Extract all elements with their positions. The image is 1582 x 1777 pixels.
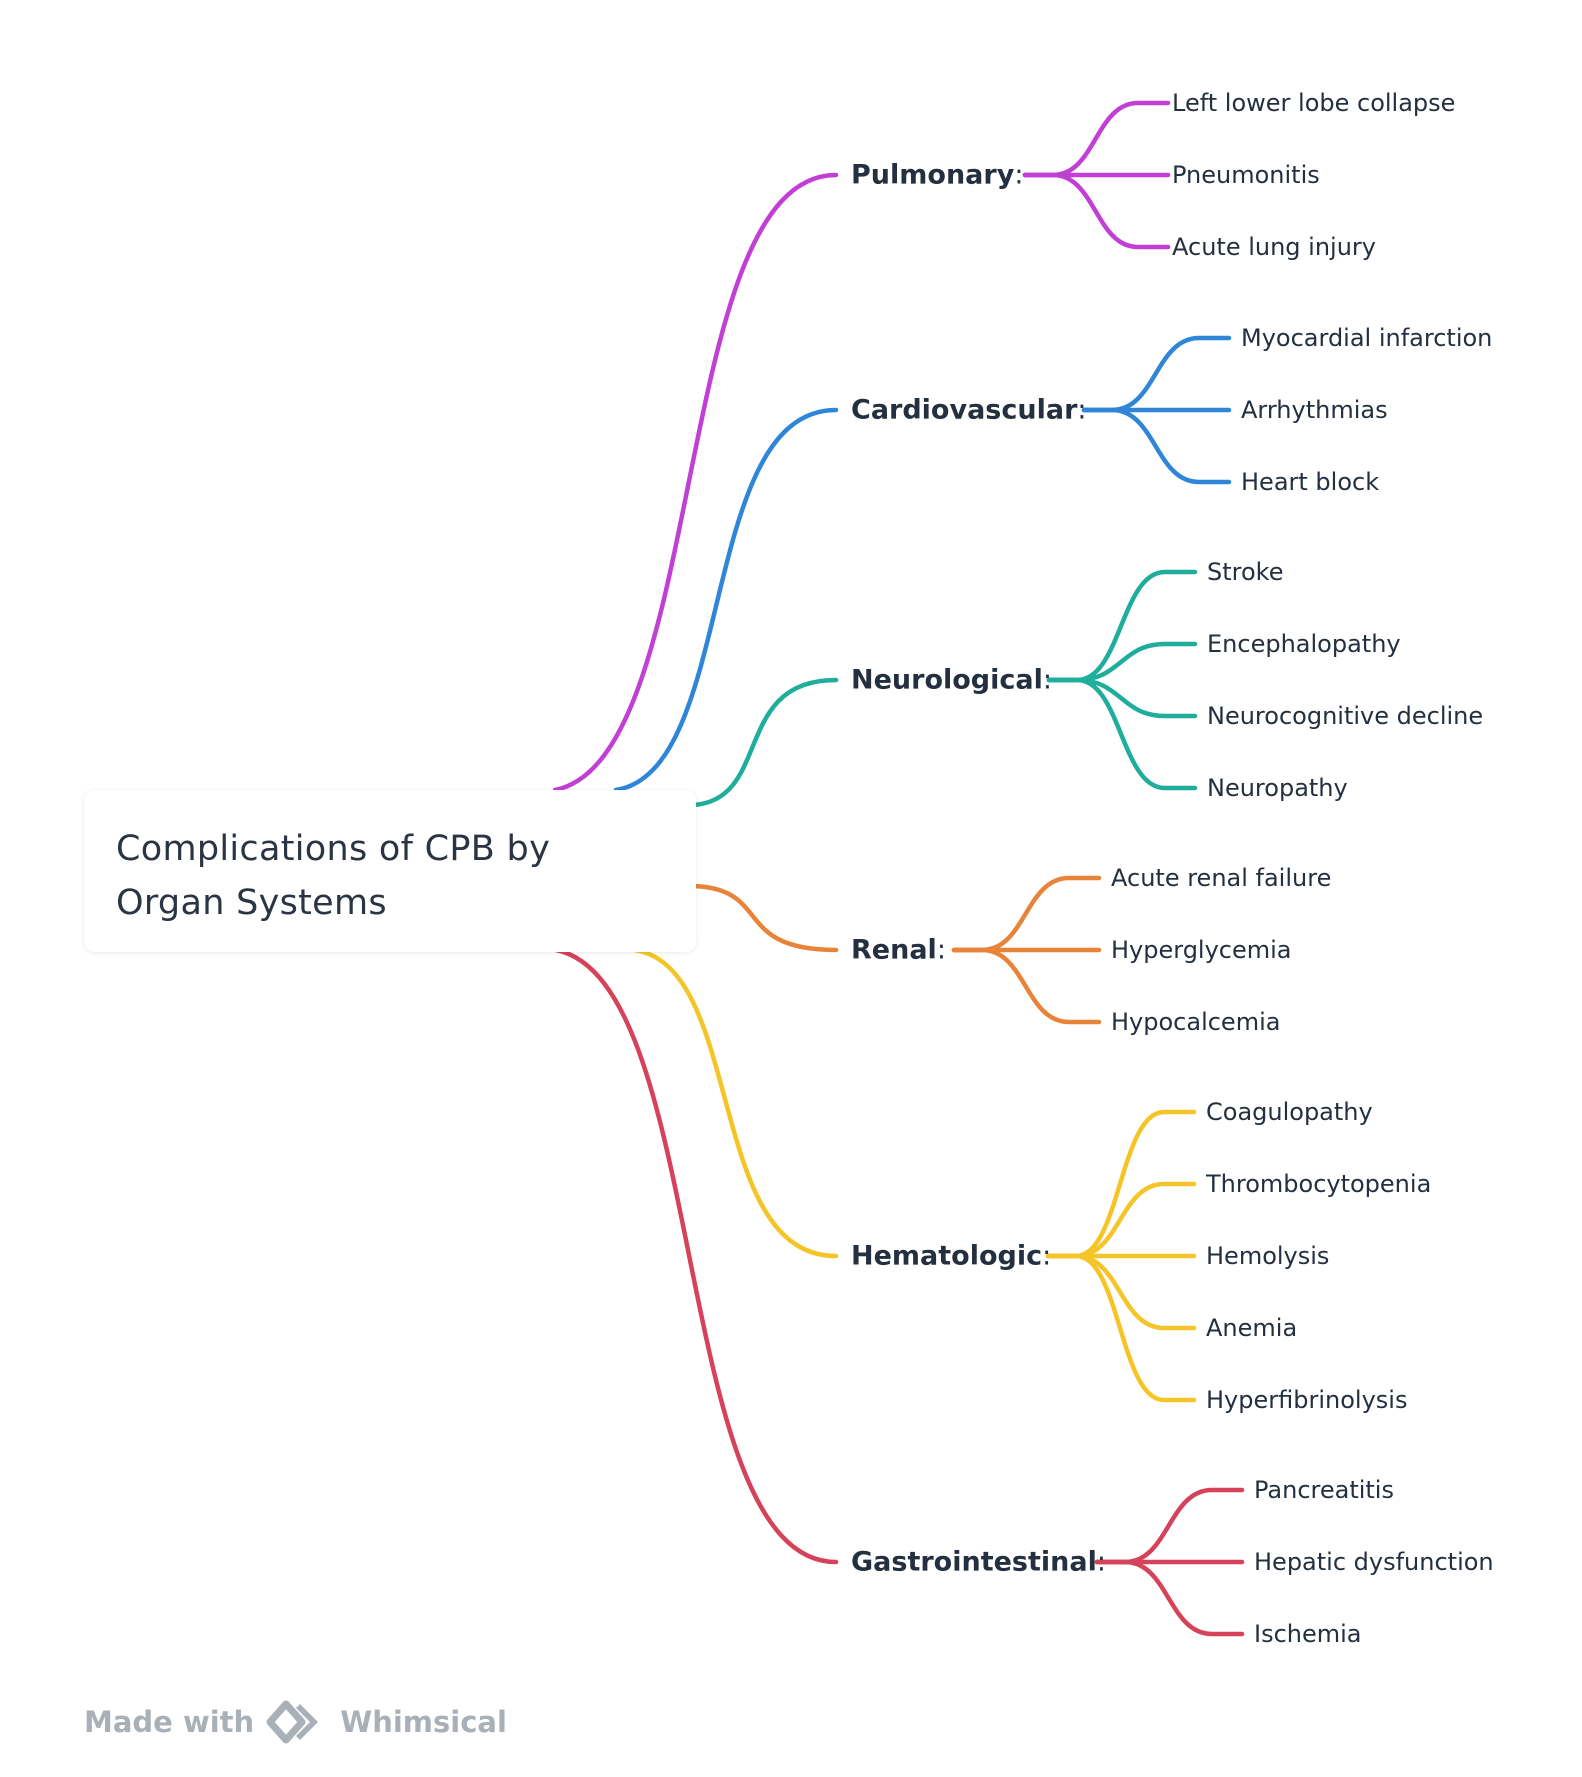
leaf-connector-renal-0 — [951, 875, 1102, 953]
branch-label-colon: : — [936, 934, 946, 966]
leaf-node-renal[interactable]: Hypocalcemia — [1111, 1008, 1281, 1036]
branch-label-text: Hematologic — [851, 1240, 1043, 1272]
leaf-connector-pulmonary-0 — [1022, 100, 1171, 178]
leaf-node-cardiovascular[interactable]: Arrhythmias — [1241, 396, 1388, 424]
branch-label-colon: : — [1042, 1240, 1052, 1272]
connector-renal — [691, 883, 839, 953]
leaf-node-renal[interactable]: Hyperglycemia — [1111, 936, 1292, 964]
whimsical-brand-text: Whimsical — [340, 1705, 507, 1739]
leaf-node-neurological[interactable]: Encephalopathy — [1207, 630, 1401, 658]
made-with-text: Made with — [84, 1705, 255, 1739]
leaf-node-hematologic[interactable]: Coagulopathy — [1206, 1098, 1373, 1126]
leaf-connector-cardiovascular-2 — [1081, 407, 1232, 485]
leaf-connector-neurological-3 — [1046, 677, 1198, 791]
leaf-connector-cardiovascular-0 — [1081, 335, 1232, 413]
branch-label-text: Gastrointestinal — [851, 1546, 1097, 1578]
leaf-connector-gastrointestinal-2 — [1094, 1559, 1245, 1637]
leaf-node-cardiovascular[interactable]: Myocardial infarction — [1241, 324, 1493, 352]
branch-label-colon: : — [1042, 664, 1052, 696]
leaf-node-gastrointestinal[interactable]: Hepatic dysfunction — [1254, 1548, 1494, 1576]
connector-cardiovascular — [613, 407, 839, 793]
connector-hematologic — [631, 947, 839, 1259]
leaf-node-neurological[interactable]: Neuropathy — [1207, 774, 1348, 802]
branch-label-colon: : — [1014, 159, 1024, 191]
leaf-connector-hematologic-3 — [1045, 1253, 1197, 1331]
leaf-node-pulmonary[interactable]: Acute lung injury — [1172, 233, 1376, 261]
branch-label-cardiovascular[interactable]: Cardiovascular: — [851, 395, 1087, 426]
branch-label-text: Cardiovascular — [851, 394, 1078, 426]
leaf-connector-pulmonary-2 — [1022, 172, 1171, 250]
branch-label-colon: : — [1096, 1546, 1106, 1578]
leaf-node-neurological[interactable]: Neurocognitive decline — [1207, 702, 1484, 730]
whimsical-logo-icon — [266, 1700, 319, 1744]
root-title: Complications of CPB by Organ Systems — [116, 829, 551, 923]
leaf-node-pulmonary[interactable]: Pneumonitis — [1172, 161, 1320, 189]
leaf-node-hematologic[interactable]: Hemolysis — [1206, 1242, 1330, 1270]
branch-label-text: Neurological — [851, 664, 1043, 696]
leaf-connector-gastrointestinal-0 — [1094, 1487, 1245, 1565]
footer-watermark: Made with Whimsical — [84, 1700, 507, 1744]
connector-pulmonary — [552, 172, 839, 793]
leaf-node-renal[interactable]: Acute renal failure — [1111, 864, 1332, 892]
root-node[interactable]: Complications of CPB by Organ Systems — [84, 790, 696, 952]
leaf-node-hematologic[interactable]: Thrombocytopenia — [1206, 1170, 1432, 1198]
leaf-node-gastrointestinal[interactable]: Pancreatitis — [1254, 1476, 1394, 1504]
leaf-connector-neurological-1 — [1046, 641, 1198, 683]
branch-label-neurological[interactable]: Neurological: — [851, 665, 1052, 696]
branch-label-gastrointestinal[interactable]: Gastrointestinal: — [851, 1547, 1106, 1578]
connector-gastrointestinal — [553, 947, 839, 1565]
leaf-node-hematologic[interactable]: Anemia — [1206, 1314, 1298, 1342]
branch-label-renal[interactable]: Renal: — [851, 935, 946, 966]
leaf-node-pulmonary[interactable]: Left lower lobe collapse — [1172, 89, 1456, 117]
leaf-connector-renal-2 — [951, 947, 1102, 1025]
leaf-connector-hematologic-1 — [1045, 1181, 1197, 1259]
leaf-node-cardiovascular[interactable]: Heart block — [1241, 468, 1380, 496]
leaf-connector-hematologic-4 — [1045, 1253, 1197, 1403]
branch-label-text: Pulmonary — [851, 159, 1015, 191]
leaf-node-gastrointestinal[interactable]: Ischemia — [1254, 1620, 1362, 1648]
branch-label-pulmonary[interactable]: Pulmonary: — [851, 160, 1023, 191]
connector-neurological — [691, 677, 839, 808]
branch-label-text: Renal — [851, 934, 937, 966]
leaf-connector-neurological-2 — [1046, 677, 1198, 719]
branch-label-colon: : — [1077, 394, 1087, 426]
branch-label-hematologic[interactable]: Hematologic: — [851, 1241, 1051, 1272]
leaf-node-hematologic[interactable]: Hyperfibrinolysis — [1206, 1386, 1408, 1414]
leaf-node-neurological[interactable]: Stroke — [1207, 558, 1284, 586]
